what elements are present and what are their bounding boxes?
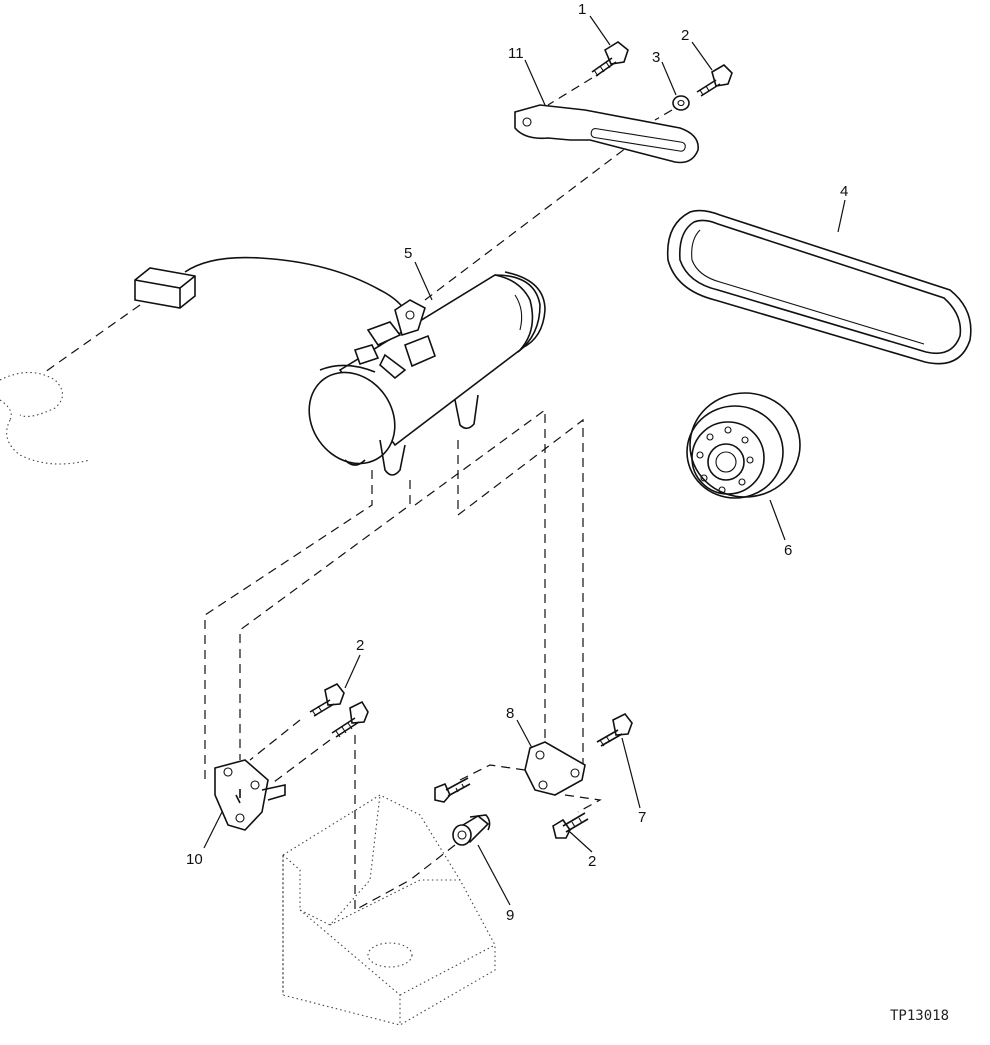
screw-1-guide: [547, 77, 593, 106]
figure-reference: TP13018: [890, 1008, 949, 1024]
cap-screw-2-left: [309, 682, 345, 717]
right-bracket-guide-2: [564, 794, 602, 813]
right-mounting-bracket: [524, 741, 586, 796]
cap-screw-bracket-8-left: [434, 777, 471, 803]
left-mounting-bracket: [214, 759, 286, 831]
callout-7: 7: [638, 809, 646, 826]
right-mount-guide-inner: [457, 418, 584, 765]
cap-screw-left-lower: [331, 700, 369, 738]
block-guide: [354, 735, 411, 912]
brace-guide-line: [424, 144, 631, 301]
callout-3: 3: [652, 49, 660, 66]
callout-labels: 1 2 3 11 4 5 6 2 8 7 10 9 2: [186, 1, 848, 924]
cap-screw-2-top: [696, 63, 733, 97]
adjusting-brace: [514, 104, 699, 164]
left-mount-guide-outer: [204, 470, 373, 785]
callout-2-left: 2: [356, 637, 364, 654]
callout-6: 6: [784, 542, 792, 559]
clutch-wire-connector: [134, 256, 409, 316]
cap-screw-7: [596, 712, 633, 747]
callout-2-top: 2: [681, 27, 689, 44]
right-mount-guide-outer: [414, 408, 546, 740]
washer-guide: [654, 109, 673, 121]
left-mount-guide-inner: [239, 480, 411, 760]
connector-guide-line: [44, 304, 141, 373]
callout-11: 11: [508, 45, 524, 62]
left-screw-guide-2: [269, 739, 331, 786]
callout-5: 5: [404, 245, 412, 262]
engine-outline: [0, 371, 91, 465]
callout-9: 9: [506, 907, 514, 924]
cap-screw-2-bottom: [552, 812, 589, 839]
callout-4: 4: [840, 183, 848, 200]
v-belt: [666, 209, 972, 365]
callout-10: 10: [186, 851, 203, 868]
spacer-guide: [409, 844, 456, 881]
callout-8: 8: [506, 705, 514, 722]
cap-screw-1: [591, 41, 629, 77]
callout-1: 1: [578, 1, 586, 18]
right-bracket-guide: [459, 764, 526, 781]
ac-compressor: [308, 271, 546, 476]
callout-2-bottom: 2: [588, 853, 596, 870]
spacer-bushing: [452, 814, 491, 846]
engine-mounting-block: [282, 794, 496, 1026]
clutch-pulley: [686, 392, 801, 499]
callout-leaders: [203, 15, 846, 906]
left-screw-guide: [249, 719, 301, 761]
washer-3: [672, 95, 690, 111]
